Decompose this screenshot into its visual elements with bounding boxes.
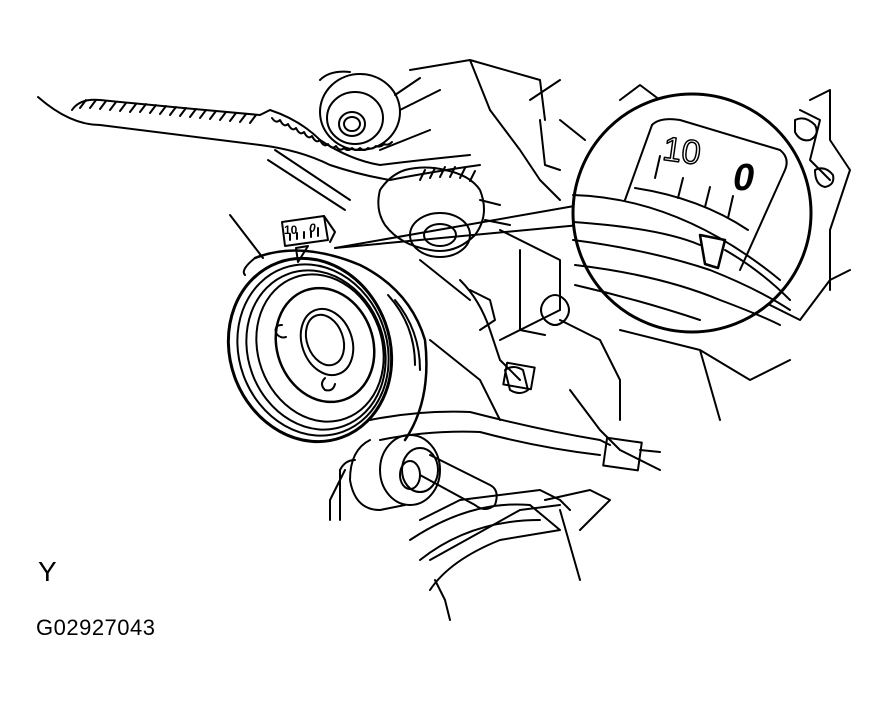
small-scale-label-0: 0 xyxy=(309,221,316,235)
idler-pulley xyxy=(319,73,441,151)
small-scale-label-10: 10 xyxy=(284,223,298,237)
timing-belt xyxy=(37,96,481,211)
magnified-detail-circle xyxy=(571,92,813,334)
timing-scale-small xyxy=(229,214,336,263)
figure-id: G02927043 xyxy=(36,615,156,640)
magnified-scale-label-10: 10 xyxy=(660,130,703,173)
magnified-scale-label-0: 0 xyxy=(733,157,754,199)
callout-pointer xyxy=(334,204,581,249)
view-label: Y xyxy=(38,556,57,587)
gear-assembly xyxy=(377,166,511,258)
lower-hose xyxy=(409,503,561,591)
crankshaft-pulley xyxy=(226,249,428,444)
lower-bracket xyxy=(329,434,611,621)
